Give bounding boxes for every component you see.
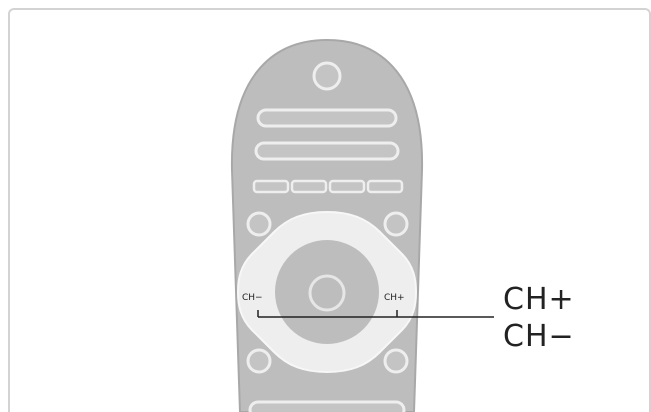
- side-button-top-left[interactable]: [248, 213, 270, 235]
- callout-ch-plus: CH+: [503, 285, 575, 315]
- color-key-4[interactable]: [368, 181, 402, 192]
- color-key-2[interactable]: [292, 181, 326, 192]
- ch-plus-button-label: CH+: [384, 293, 405, 303]
- ok-button[interactable]: [310, 276, 344, 310]
- menu-bar-top[interactable]: [258, 110, 396, 126]
- bottom-bar[interactable]: [250, 402, 404, 412]
- side-button-top-right[interactable]: [385, 213, 407, 235]
- color-key-1[interactable]: [254, 181, 288, 192]
- callout-ch-minus: CH−: [503, 322, 575, 352]
- ch-minus-button-label: CH−: [242, 293, 263, 303]
- power-button[interactable]: [314, 63, 340, 89]
- color-key-3[interactable]: [330, 181, 364, 192]
- side-button-bottom-right[interactable]: [385, 350, 407, 372]
- menu-bar-second[interactable]: [256, 143, 398, 159]
- side-button-bottom-left[interactable]: [248, 350, 270, 372]
